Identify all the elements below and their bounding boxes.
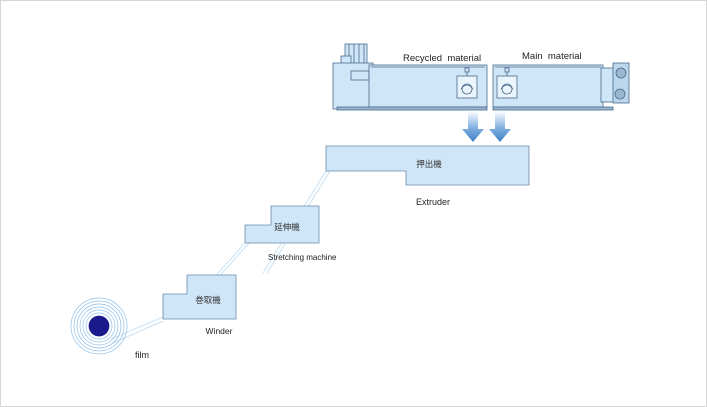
winder-jp-label: 巻取機 — [195, 295, 221, 306]
main-extruder-unit — [492, 62, 630, 111]
extruder-label: Extruder — [416, 197, 450, 207]
winder-label: Winder — [206, 326, 233, 336]
down-arrow-icon — [462, 111, 484, 142]
winder-block — [162, 274, 237, 320]
film-roll-icon — [70, 297, 128, 355]
extruder-machinery-illustration — [332, 43, 630, 111]
film-label: film — [135, 350, 149, 360]
stretching-machine-label: Stretching machine — [268, 253, 337, 262]
main-material-label: Main material — [522, 51, 582, 62]
feed-arrows — [462, 111, 511, 142]
extruder-jp-label: 押出機 — [416, 159, 442, 170]
recycled-material-label: Recycled material — [403, 53, 481, 64]
extruder-block — [325, 145, 530, 186]
stretching-jp-label: 延伸機 — [274, 222, 300, 233]
recycled-extruder-unit — [332, 43, 488, 111]
down-arrow-icon — [489, 111, 511, 142]
stretching-machine-block — [244, 205, 320, 244]
